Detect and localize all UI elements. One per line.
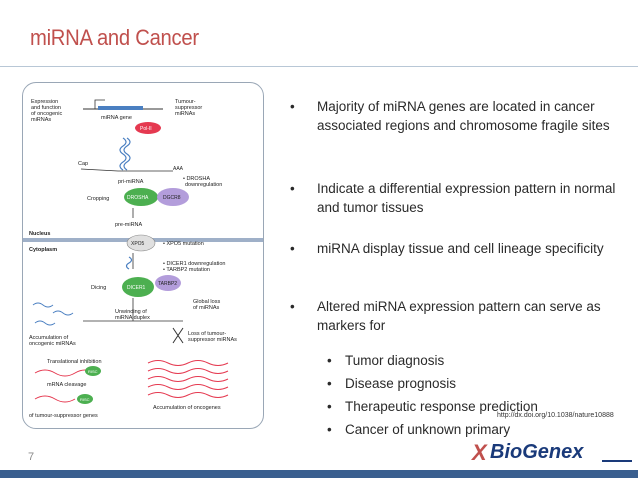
pri-transcript [80,168,173,172]
fig-tumour-genes: of tumour-suppressor genes [29,413,98,419]
fig-top-right-1: suppressor [175,105,202,111]
fig-accum-oncogenes: Accumulation of oncogenes [153,405,221,411]
fig-xpo5: XPO5 [131,241,145,247]
dgcr8-blob [157,188,189,206]
mrna-strand-2 [34,395,76,403]
fig-cytoplasm: Cytoplasm [29,247,57,253]
footer-band [0,470,638,478]
fig-top-left-1: and function [31,105,61,111]
fig-mrna-cleavage: mRNA cleavage [47,382,86,388]
fig-drosha-down-0: • DROSHA [183,176,210,182]
fig-tarbp2: TARBP2 [158,281,177,287]
doi-reference: http://dx.doi.org/10.1038/nature10888 [497,412,614,419]
fig-drosha-down-1: downregulation [185,182,222,188]
risc-blob-1 [85,366,101,376]
fig-xpo5-mut: • XPO5 mutation [163,241,204,247]
oncogene-waves [147,360,229,398]
pol2-blob [135,122,161,134]
slide-title: miRNA and Cancer [30,25,199,50]
fig-dicer1: DICER1 [127,285,146,291]
fig-global-loss-1: of miRNAs [193,305,220,311]
fig-top-left-0: Expression [31,99,58,105]
fig-top-left-3: miRNAs [31,117,51,123]
fig-loss-tumour-0: Loss of tumour- [188,331,226,337]
fig-top-right-2: miRNAs [175,111,195,117]
bullet-text: Majority of miRNA genes are located in c… [317,99,610,133]
fig-cap: Cap [78,161,88,167]
dicer1-blob [122,277,154,297]
tarbp2-blob [155,275,181,291]
fig-risc-1: RISC [88,369,98,374]
loss-cross [172,327,184,344]
pathway-diagram: Expression and function of oncogenic miR… [23,99,263,419]
fig-transl-inhib: Translational inhibition [47,359,102,365]
sub-bullet-dot: • [327,399,332,414]
drosha-blob [124,188,158,206]
fig-unwinding-1: miRNA duplex [115,315,150,321]
fig-dicing: Dicing [91,285,106,291]
fig-pri-mirna: pri-miRNA [118,179,144,185]
fig-aaa: AAA [173,166,184,172]
fig-global-loss-0: Global loss [193,299,220,305]
mirna-pathway-figure: Expression and function of oncogenic miR… [22,82,264,429]
fig-loss-tumour-1: suppressor miRNAs [188,337,237,343]
sub-bullet-dot: • [327,422,332,437]
fig-accum-onco-1: oncogenic miRNAs [29,341,76,347]
bullet-dot: • [290,181,295,196]
sub-bullet-text: Cancer of unknown primary [345,422,511,437]
fig-cropping: Cropping [87,196,109,202]
fig-dicer-down-0: • DICER1 downregulation [163,261,225,267]
mrna-strand-1 [34,369,96,377]
fig-unwinding-0: Unwinding of [115,309,147,315]
fig-risc-2: RISC [80,397,90,402]
logo-underline [602,460,632,462]
bullet-text: Altered miRNA expression pattern can ser… [317,299,601,333]
fig-drosha: DROSHA [127,195,149,201]
fig-accum-onco-0: Accumulation of [29,335,69,341]
bullet-text: Indicate a differential expression patte… [317,181,616,215]
bullet-dot: • [290,299,295,314]
logo-x-icon: X [472,440,487,465]
sub-bullet-dot: • [327,376,332,391]
fig-dgcr8: DGCR8 [163,195,181,201]
sub-bullet-text: Therapeutic response prediction [345,399,538,414]
fig-nucleus: Nucleus [29,231,50,237]
fig-mirna-gene: miRNA gene [101,115,132,121]
risc-blob-2 [77,394,93,404]
bullet-dot: • [290,241,295,256]
fig-pol2: Pol-II [140,126,152,132]
tss-arrow [94,99,105,109]
xpo5-blob [126,234,156,252]
sub-bullet-text: Disease prognosis [345,376,457,391]
sub-bullet-text: Tumor diagnosis [345,353,445,368]
fig-top-left-2: of oncogenic [31,111,62,117]
fig-dicer-down-1: • TARBP2 mutation [163,267,210,273]
logo-text: BioGenex [490,441,584,463]
page-number: 7 [28,451,35,463]
sub-bullet-dot: • [327,353,332,368]
fig-top-right-0: Tumour- [175,99,196,105]
pre-mirna-hairpin [125,256,133,270]
gene-box [98,106,143,110]
bullet-dot: • [290,99,295,114]
title-divider [0,66,638,67]
pri-mirna-hairpin [119,137,131,171]
onco-mirna-squiggles [32,302,74,326]
bullet-text: miRNA display tissue and cell lineage sp… [317,241,604,256]
fig-pre-mirna: pre-miRNA [115,222,143,228]
